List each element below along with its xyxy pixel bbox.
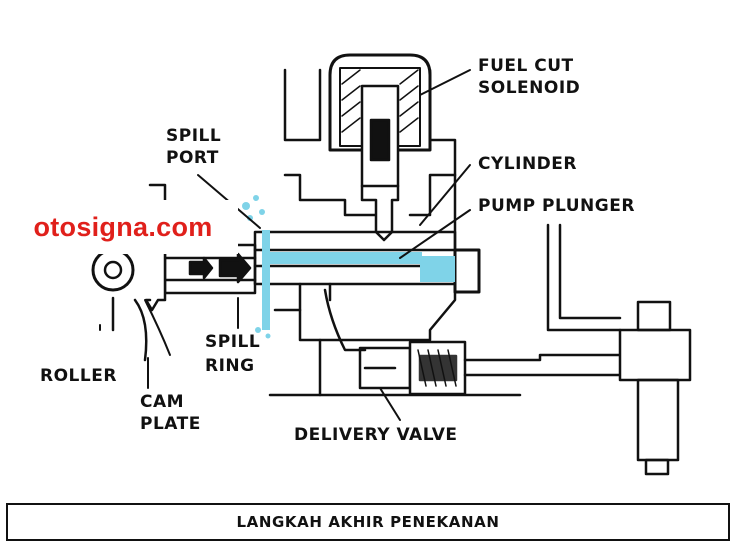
- label-pump-plunger: PUMP PLUNGER: [478, 196, 635, 216]
- caption-box: LANGKAH AKHIR PENEKANAN: [6, 503, 730, 541]
- label-spill-ring-line1: SPILL: [205, 332, 261, 352]
- output-fitting: [546, 223, 692, 476]
- label-cam-plate-line2: PLATE: [140, 414, 201, 434]
- label-solenoid: SOLENOID: [478, 78, 581, 98]
- label-roller: ROLLER: [40, 366, 117, 386]
- fuel-cut-solenoid: [328, 53, 432, 242]
- roller: [91, 248, 135, 332]
- delivery-valve: [323, 288, 622, 396]
- label-fuel-cut: FUEL CUT: [478, 56, 574, 76]
- label-spill-ring-line2: RING: [205, 356, 255, 376]
- fuel-flow-highlight: [242, 195, 455, 339]
- injection-pump-diagram: [91, 53, 692, 476]
- label-spill-port-line2: PORT: [166, 148, 219, 168]
- label-delivery-valve: DELIVERY VALVE: [294, 425, 458, 445]
- pump-housing: [268, 68, 522, 397]
- label-cam-plate-line1: CAM: [140, 392, 185, 412]
- caption: LANGKAH AKHIR PENEKANAN: [236, 513, 500, 531]
- label-spill-port-line1: SPILL: [166, 126, 222, 146]
- label-cylinder: CYLINDER: [478, 154, 577, 174]
- watermark: otosigna.com: [8, 200, 238, 254]
